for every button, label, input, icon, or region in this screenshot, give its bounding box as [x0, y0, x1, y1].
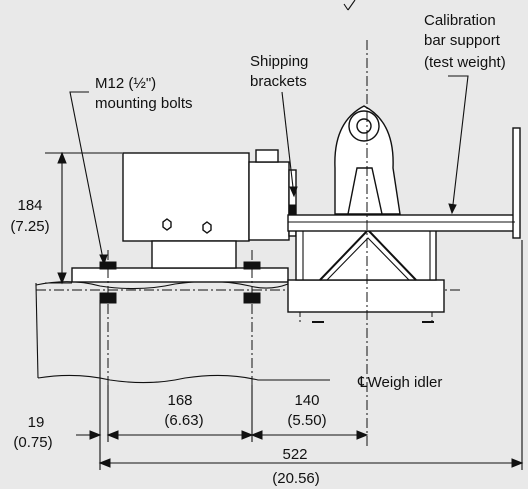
leader-lines [69, 75, 469, 266]
hex-nut-icon [162, 218, 172, 231]
calibration-bar [287, 127, 521, 239]
label-shipping-line2: brackets [250, 73, 307, 90]
top-arrow-fragment [343, 3, 349, 11]
dim-height-inch: (7.25) [10, 218, 49, 235]
label-weigh-idler: ℄Weigh idler [357, 374, 442, 391]
dim-140-value: 140 [294, 392, 319, 409]
hex-nut-icon [202, 221, 212, 234]
label-bolts-line1: M12 (½") [95, 75, 156, 92]
dim-522-inch: (20.56) [272, 470, 320, 487]
dimension-lines [76, 240, 524, 470]
dim-168-value: 168 [167, 392, 192, 409]
top-arrow-fragment [347, 0, 356, 11]
dim-19-inch: (0.75) [13, 434, 52, 451]
label-shipping-line1: Shipping [250, 53, 308, 70]
label-calibration-line2: bar support [424, 32, 501, 49]
dim-140-inch: (5.50) [287, 412, 326, 429]
mounting-bolts [99, 250, 261, 385]
label-calibration-line1: Calibration [424, 12, 496, 29]
mounting-plate [71, 267, 289, 283]
label-calibration-line3: (test weight) [424, 54, 506, 71]
label-bolts-line2: mounting bolts [95, 95, 193, 112]
dim-19-value: 19 [28, 414, 45, 431]
dim-height-value: 184 [17, 197, 42, 214]
dim-168-inch: (6.63) [164, 412, 203, 429]
load-cell-housing [122, 149, 290, 269]
idler-roller [334, 105, 401, 215]
dim-522-value: 522 [282, 446, 307, 463]
dimension-height [45, 151, 122, 285]
weigh-idler-frame [287, 227, 445, 323]
